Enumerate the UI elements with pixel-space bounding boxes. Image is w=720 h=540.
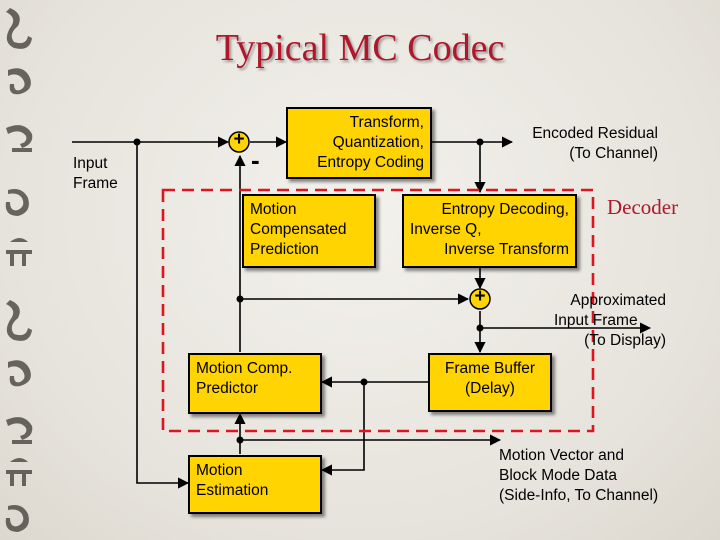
motion-compensated-prediction-block: Motion Compensated Prediction xyxy=(242,194,376,268)
ornament-icon xyxy=(8,68,31,95)
plus-sign-top: + xyxy=(233,129,245,150)
motion-estimation-block: Motion Estimation xyxy=(188,455,322,514)
ornament-icon xyxy=(6,125,33,152)
approx-frame-line-2: Input Frame xyxy=(554,312,638,329)
entropy-decoding-label-1: Entropy Decoding, xyxy=(441,201,569,218)
input-frame-label: Input Frame xyxy=(73,154,118,194)
wire-framebuffer-estimation xyxy=(320,382,365,476)
mc-prediction-label-1: Motion xyxy=(250,201,297,218)
frame-buffer-block: Frame Buffer (Delay) xyxy=(428,353,552,412)
encoded-residual-label: Encoded Residual (To Channel) xyxy=(490,124,658,164)
motion-vector-line-2: Block Mode Data xyxy=(499,467,618,484)
wire-input-to-estimation xyxy=(136,142,190,489)
slide-title: Typical MC Codec xyxy=(215,27,505,69)
junction-dot xyxy=(360,378,368,386)
entropy-decoding-label-3: Inverse Transform xyxy=(444,241,569,258)
mc-predictor-label-2: Predictor xyxy=(196,380,259,397)
motion-estimation-label-2: Estimation xyxy=(196,482,269,499)
junction-dot xyxy=(133,138,141,146)
ornament-icon xyxy=(6,8,32,49)
input-frame-line-1: Input xyxy=(73,155,108,172)
decoder-label: Decoder xyxy=(607,195,679,219)
ornament-icon xyxy=(6,458,32,486)
mc-prediction-label-3: Prediction xyxy=(250,241,319,258)
approximated-frame-label: Approximated Input Frame (To Display) xyxy=(520,291,666,351)
decoder-outline xyxy=(161,188,595,433)
motion-vector-line-3: (Side-Info, To Channel) xyxy=(499,487,659,504)
sum-node-bottom xyxy=(469,288,491,310)
junction-dot xyxy=(236,436,244,444)
sum-node-top xyxy=(228,131,250,153)
ornament-icon xyxy=(8,360,31,387)
frame-buffer-label-2: (Delay) xyxy=(465,380,515,397)
minus-sign: - xyxy=(251,145,260,175)
mc-prediction-label-2: Compensated xyxy=(250,221,347,238)
motion-estimation-label-1: Motion xyxy=(196,462,243,479)
encoded-residual-line-2: (To Channel) xyxy=(569,145,658,162)
junction-dot xyxy=(476,138,484,146)
junction-dot xyxy=(476,324,484,332)
entropy-decoding-label-2: Inverse Q, xyxy=(410,221,482,238)
transform-block: Transform, Quantization, Entropy Coding xyxy=(286,107,432,179)
transform-label-1: Transform, xyxy=(349,114,424,131)
ornament-icon xyxy=(5,505,29,532)
encoded-residual-line-1: Encoded Residual xyxy=(532,125,658,142)
plus-sign-bottom: + xyxy=(474,286,486,307)
mc-predictor-label-1: Motion Comp. xyxy=(196,360,293,377)
motion-comp-predictor-block: Motion Comp. Predictor xyxy=(188,353,322,414)
ornament-icon xyxy=(6,417,33,444)
frame-buffer-label-1: Frame Buffer xyxy=(444,360,536,377)
ornament-icon xyxy=(5,189,29,216)
decorative-border xyxy=(5,8,33,532)
entropy-decoding-block: Entropy Decoding, Inverse Q, Inverse Tra… xyxy=(402,194,577,268)
approx-frame-line-1: Approximated xyxy=(570,292,666,309)
ornament-icon xyxy=(6,238,32,266)
transform-label-3: Entropy Coding xyxy=(317,154,424,171)
transform-label-2: Quantization, xyxy=(332,134,424,151)
input-frame-line-2: Frame xyxy=(73,175,118,192)
approx-frame-line-3: (To Display) xyxy=(584,332,666,349)
ornament-icon xyxy=(6,300,32,341)
junction-dot xyxy=(236,295,244,303)
motion-vector-label: Motion Vector and Block Mode Data (Side-… xyxy=(499,446,658,506)
motion-vector-line-1: Motion Vector and xyxy=(499,447,624,464)
